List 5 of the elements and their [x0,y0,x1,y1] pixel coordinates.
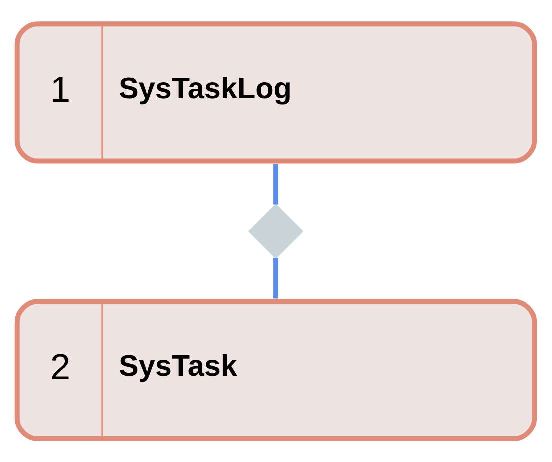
node-diamond [248,203,304,259]
connector [274,164,278,204]
node-box: 2 SysTask [14,298,538,441]
connector [274,258,278,298]
node-box: 1 SysTaskLog [14,21,538,164]
